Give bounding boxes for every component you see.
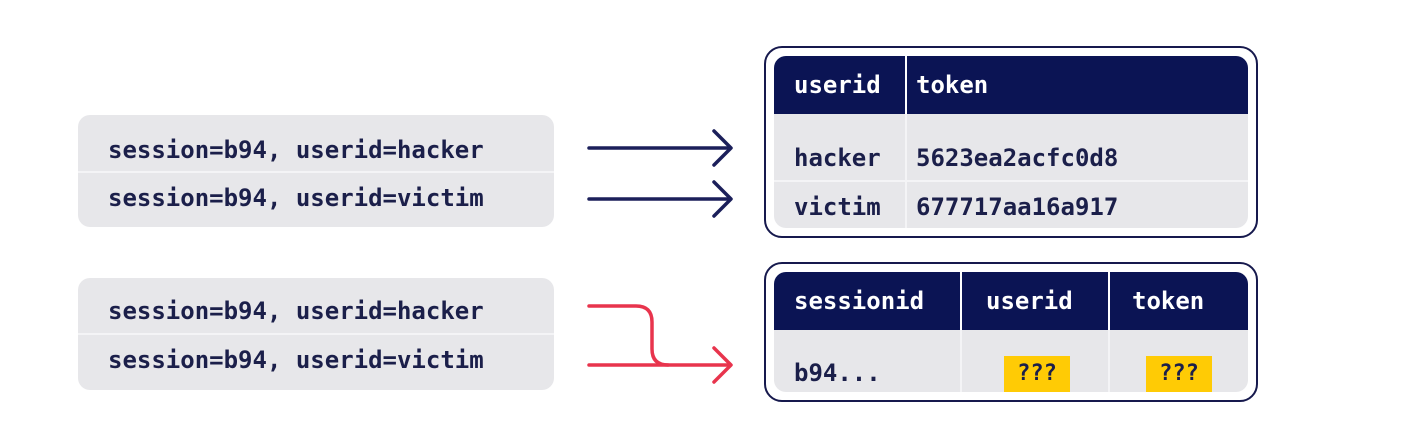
column-header: token [1132,287,1205,315]
divider [960,272,962,330]
divider [960,330,962,392]
bottom-request-box: session=b94, userid=hacker session=b94, … [78,278,554,390]
divider [774,180,1248,182]
column-header: token [916,71,989,99]
divider [78,333,554,335]
table-cell: b94... [794,359,881,387]
user-token-table: userid token hacker 5623ea2acfc0d8 victi… [764,46,1258,238]
column-header: sessionid [794,287,925,315]
table-header: sessionid userid token [774,272,1248,330]
table-body: userid token hacker 5623ea2acfc0d8 victi… [774,56,1248,228]
request-line: session=b94, userid=victim [108,346,484,374]
divider [1108,330,1110,392]
divider [905,114,907,228]
column-header: userid [986,287,1073,315]
divider [1108,272,1110,330]
table-cell: victim [794,193,881,221]
session-table: sessionid userid token b94... ??? ??? [764,262,1258,402]
unknown-value-badge: ??? [1004,356,1070,392]
column-header: userid [794,71,881,99]
arrow-right-icon [587,180,733,218]
request-line: session=b94, userid=hacker [108,297,484,325]
table-header: userid token [774,56,1248,114]
unknown-value-badge: ??? [1146,356,1212,392]
divider [905,56,907,114]
top-request-box: session=b94, userid=hacker session=b94, … [78,115,554,227]
table-cell: 5623ea2acfc0d8 [916,144,1119,172]
table-cell: hacker [794,144,881,172]
divider [78,171,554,173]
merge-arrow-icon [587,304,733,384]
request-line: session=b94, userid=hacker [108,136,484,164]
arrow-right-icon [587,129,733,167]
table-body: sessionid userid token b94... ??? ??? [774,272,1248,392]
table-cell: 677717aa16a917 [916,193,1119,221]
request-line: session=b94, userid=victim [108,184,484,212]
